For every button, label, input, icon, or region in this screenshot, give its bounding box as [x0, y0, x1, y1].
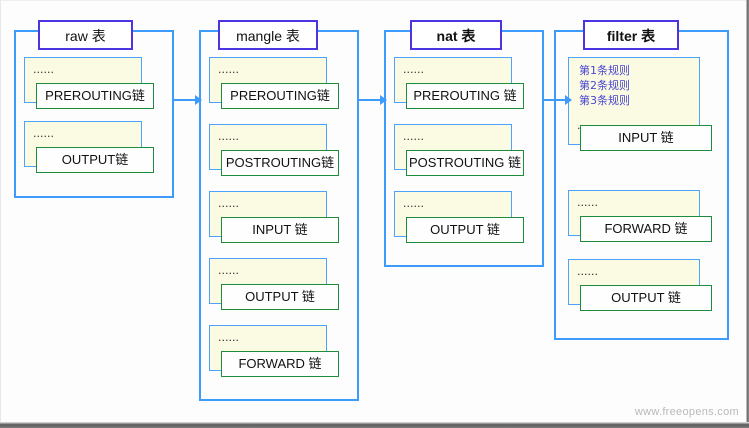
chain-rule-list: 第1条规则 第2条规则 第3条规则 — [579, 63, 630, 108]
arrow-head-icon — [195, 95, 202, 105]
table-title-nat: nat 表 — [410, 20, 502, 50]
chain-label-box[interactable]: POSTROUTING 链 — [406, 150, 524, 176]
chain-dots: ...... — [577, 196, 598, 209]
chain-label-box[interactable]: POSTROUTING链 — [221, 150, 339, 176]
table-title-filter: filter 表 — [583, 20, 679, 50]
chain-dots: ...... — [218, 63, 239, 76]
chain-dots: ...... — [403, 63, 424, 76]
chain-label-box[interactable]: INPUT 链 — [221, 217, 339, 243]
chain-dots: ...... — [33, 127, 54, 140]
chain-label-box[interactable]: PREROUTING链 — [36, 83, 154, 109]
page-edge-right — [746, 0, 749, 428]
arrow-mangle-to-nat — [359, 95, 387, 105]
chain-label-box[interactable]: OUTPUT 链 — [580, 285, 712, 311]
chain-rule-item: 第3条规则 — [579, 94, 630, 107]
chain-dots: ...... — [33, 63, 54, 76]
chain-label-box[interactable]: OUTPUT 链 — [406, 217, 524, 243]
chain-dots: ...... — [577, 265, 598, 278]
chain-dots: ...... — [218, 264, 239, 277]
chain-rule-item: 第2条规则 — [579, 79, 630, 92]
page-edge-bottom — [0, 422, 749, 428]
arrow-head-icon — [565, 95, 572, 105]
chain-dots: ...... — [218, 331, 239, 344]
chain-dots: ...... — [218, 130, 239, 143]
chain-dots: ...... — [403, 197, 424, 210]
arrow-shaft — [359, 99, 380, 101]
chain-label-box[interactable]: OUTPUT链 — [36, 147, 154, 173]
arrow-head-icon — [380, 95, 387, 105]
table-title-raw: raw 表 — [38, 20, 133, 50]
chain-rule-item: 第1条规则 — [579, 64, 630, 77]
arrow-shaft — [174, 99, 195, 101]
chain-label-box[interactable]: PREROUTING 链 — [406, 83, 524, 109]
arrow-shaft — [544, 99, 565, 101]
arrow-nat-to-filter — [544, 95, 572, 105]
table-title-mangle: mangle 表 — [218, 20, 318, 50]
chain-label-box[interactable]: FORWARD 链 — [221, 351, 339, 377]
arrow-raw-to-mangle — [174, 95, 202, 105]
chain-label-box[interactable]: INPUT 链 — [580, 125, 712, 151]
chain-dots: ...... — [403, 130, 424, 143]
chain-label-box[interactable]: OUTPUT 链 — [221, 284, 339, 310]
page-edge-top — [0, 0, 746, 1]
page-edge-left — [0, 0, 1, 424]
chain-label-box[interactable]: PREROUTING链 — [221, 83, 339, 109]
watermark: www.freeopens.com — [634, 406, 739, 418]
chain-label-box[interactable]: FORWARD 链 — [580, 216, 712, 242]
chain-dots: ...... — [218, 197, 239, 210]
